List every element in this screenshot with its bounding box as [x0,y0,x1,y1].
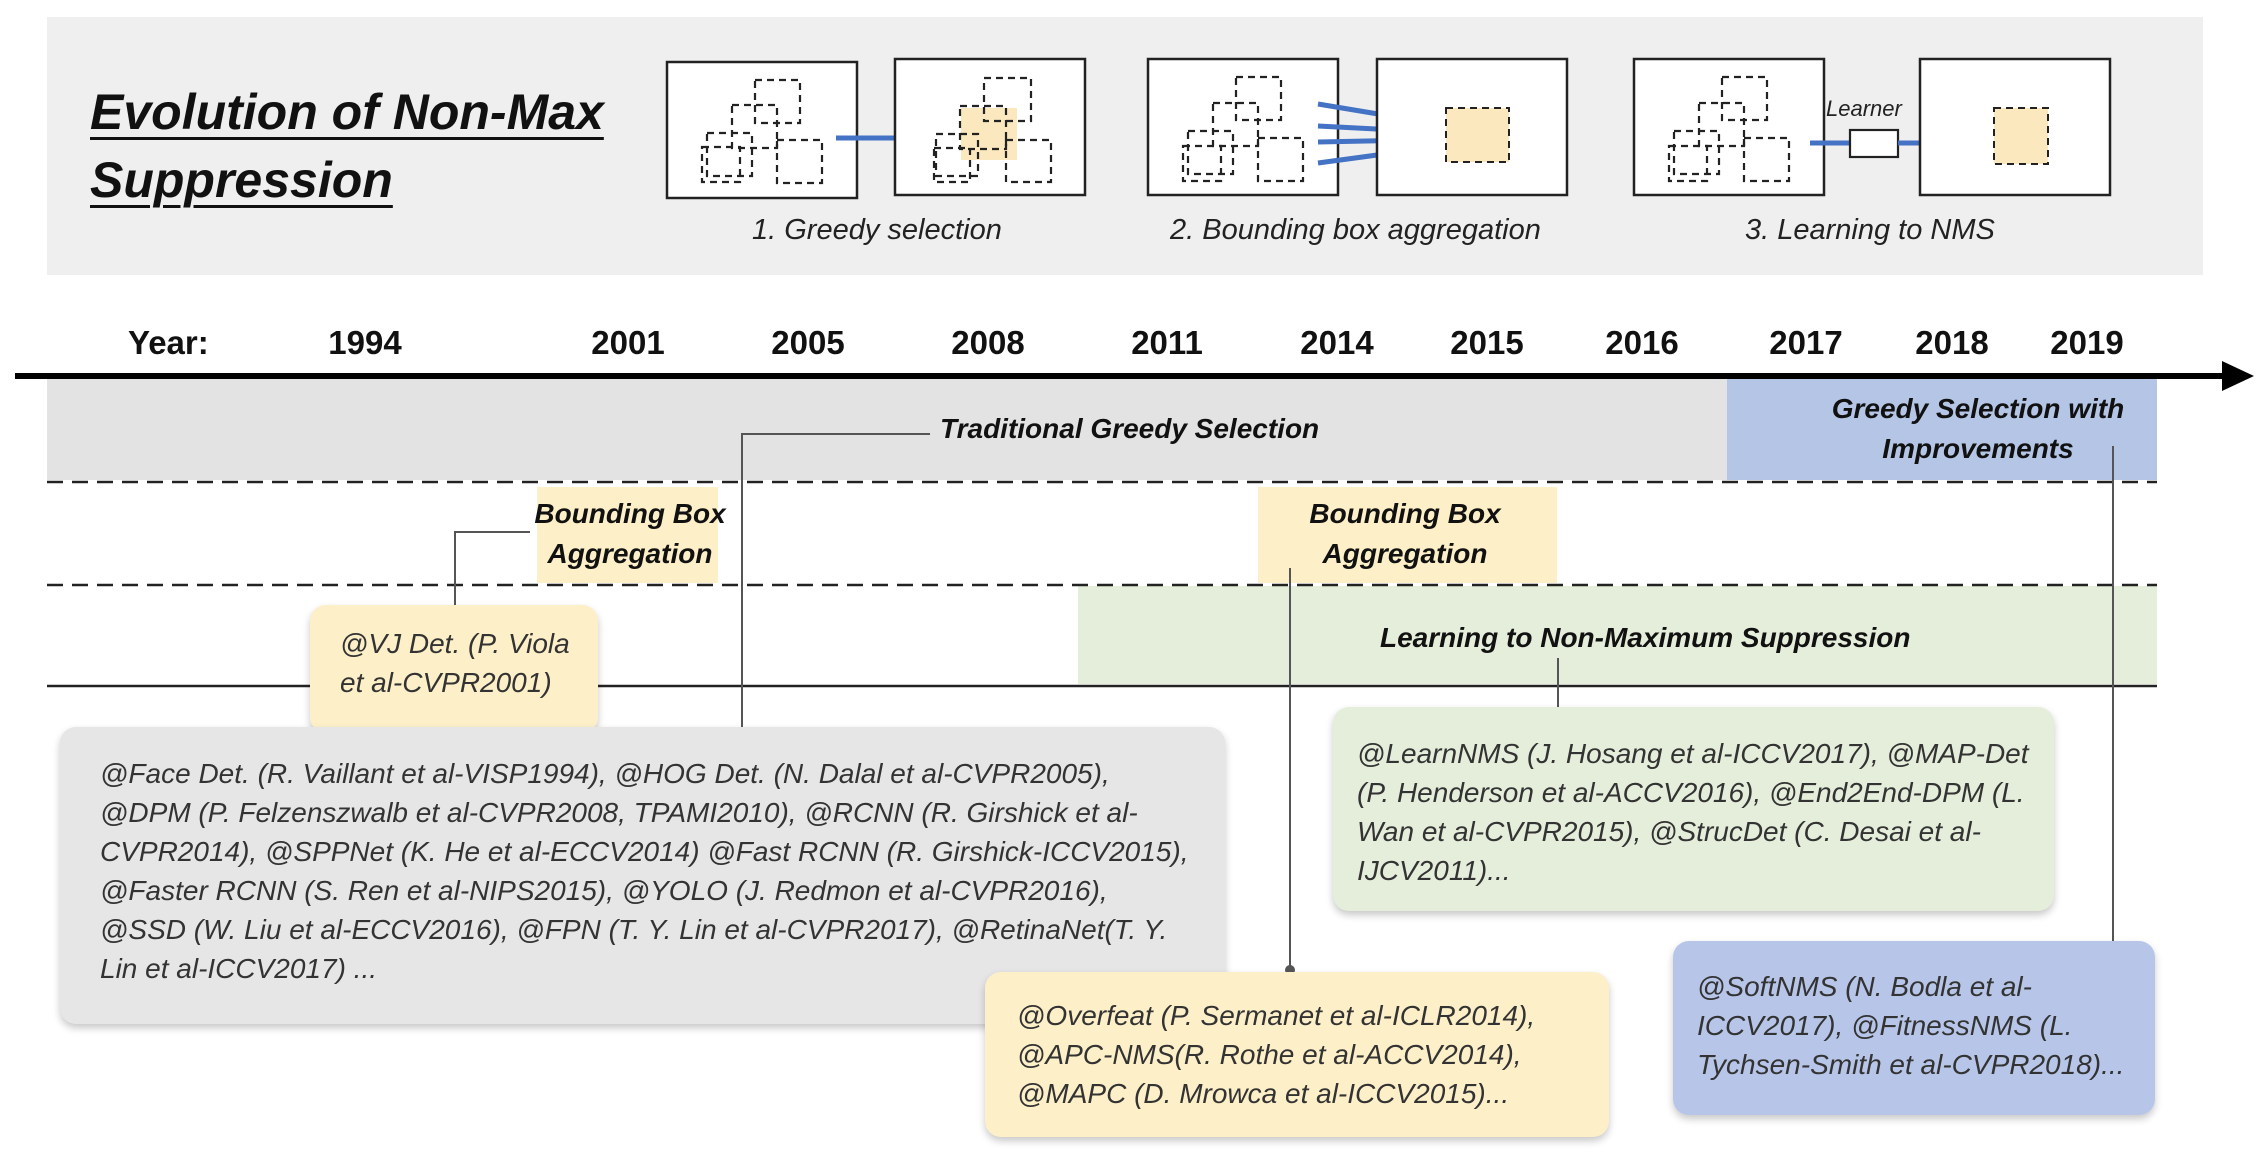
caption-learning: 3. Learning to NMS [1745,214,1995,246]
citation-traditional-line-5: @SSD (W. Liu et al-ECCV2016), @FPN (T. Y… [100,914,1168,945]
year-2016: 2016 [1605,324,1679,361]
band-label-bbox-early-line-1: Bounding Box [534,498,726,529]
header-panel [47,17,2203,275]
band-label-improved-line-2: Improvements [1882,433,2074,464]
citation-traditional-line-6: Lin et al-ICCV2017) ... [100,953,378,984]
citation-vj-line-2: et al-CVPR2001) [340,667,552,698]
citation-improved-line-1: @SoftNMS (N. Bodla et al- [1697,971,2032,1002]
title-line-1: Evolution of Non-Max [90,84,604,140]
citation-aggregation-line-2: @APC-NMS(R. Rothe et al-ACCV2014), [1017,1039,1522,1070]
citation-traditional-line-2: @DPM (P. Felzenszwalb et al-CVPR2008, TP… [100,797,1138,828]
year-2005: 2005 [771,324,845,361]
bbox-band-late [1258,487,1557,583]
band-label-learning: Learning to Non-Maximum Suppression [1380,622,1911,653]
year-2015: 2015 [1450,324,1524,361]
band-label-improved: Greedy Selection with Improvements [1778,389,2178,469]
candidate-frame [1146,57,1340,197]
bbox-band-early [537,487,718,583]
year-2001: 2001 [591,324,665,361]
year-2018: 2018 [1915,324,1989,361]
citation-aggregation-line-3: @MAPC (D. Mrowca et al-ICCV2015)... [1017,1078,1510,1109]
year-2017: 2017 [1769,324,1843,361]
citation-traditional-line-1: @Face Det. (R. Vaillant et al-VISP1994),… [100,758,1110,789]
year-2014: 2014 [1300,324,1374,361]
citation-improved-line-2: ICCV2017), @FitnessNMS (L. [1697,1010,2073,1041]
learning-band [1078,586,2157,684]
candidate-boxes [1667,75,1791,183]
citation-box-improved: @SoftNMS (N. Bodla et al- ICCV2017), @Fi… [1673,941,2155,1115]
greedy-selection-illustration [665,57,1087,200]
learner-label: Learner [1826,96,1902,121]
connector-traditional [741,433,930,755]
band-label-bbox-early: Bounding Box Aggregation [510,494,750,574]
band-label-bbox-late-line-2: Aggregation [1322,538,1488,569]
learned-box [1993,107,2049,165]
citation-vj-line-1: @VJ Det. (P. Viola [340,628,570,659]
caption-aggregation: 2. Bounding box aggregation [1170,214,1541,246]
band-label-bbox-late-line-1: Bounding Box [1309,498,1501,529]
learning-nms-illustration [1632,57,2112,197]
diagram-title: Evolution of Non-Max Suppression [90,78,650,214]
band-label-traditional: Traditional Greedy Selection [940,413,1320,444]
year-2008: 2008 [951,324,1025,361]
citation-learning-line-2: (P. Henderson et al-ACCV2016), @End2End-… [1357,777,2025,808]
connector-vj [454,531,530,617]
citation-box-aggregation: @Overfeat (P. Sermanet et al-ICLR2014), … [985,972,1609,1137]
year-1994: 1994 [328,324,402,361]
band-label-bbox-early-line-2: Aggregation [547,538,713,569]
year-2019: 2019 [2050,324,2124,361]
candidate-frame [665,60,859,200]
candidate-boxes [700,78,824,185]
traditional-band [47,377,1727,480]
citation-learning-line-1: @LearnNMS (J. Hosang et al-ICCV2017), @M… [1357,738,2029,769]
citation-traditional-line-4: @Faster RCNN (S. Ren et al-NIPS2015), @Y… [100,875,1108,906]
citation-box-vj: @VJ Det. (P. Viola et al-CVPR2001) [310,605,598,733]
year-axis-label: Year: [128,324,209,361]
citation-box-learning: @LearnNMS (J. Hosang et al-ICCV2017), @M… [1333,707,2054,911]
citation-improved-line-3: Tychsen-Smith et al-CVPR2018)... [1697,1049,2125,1080]
aggregated-box [1445,107,1510,163]
band-label-improved-line-1: Greedy Selection with [1831,393,2125,424]
caption-greedy: 1. Greedy selection [752,214,1002,246]
year-2011: 2011 [1131,324,1203,361]
candidate-boxes [1181,75,1305,183]
citation-learning-line-4: IJCV2011)... [1357,855,1511,886]
timeline-arrowhead [2222,361,2254,391]
candidate-frame [1632,57,1826,197]
band-label-bbox-late: Bounding Box Aggregation [1285,494,1525,574]
bbox-aggregation-illustration [1146,57,1569,197]
citation-learning-line-3: Wan et al-CVPR2015), @StrucDet (C. Desai… [1357,816,1981,847]
improvement-band [1727,377,2157,480]
citation-traditional-line-3: CVPR2014), @SPPNet (K. He et al-ECCV2014… [100,836,1189,867]
citation-aggregation-line-1: @Overfeat (P. Sermanet et al-ICLR2014), [1017,1000,1536,1031]
title-line-2: Suppression [90,152,393,208]
